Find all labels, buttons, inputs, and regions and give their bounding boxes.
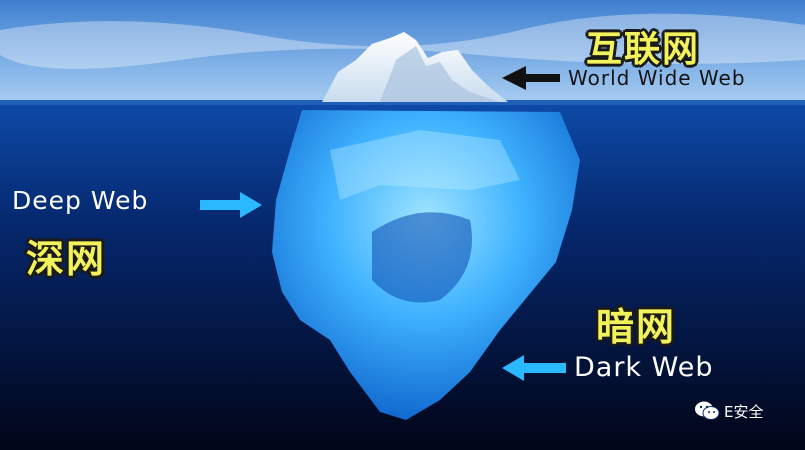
label-dark-web: Dark Web bbox=[574, 352, 714, 383]
iceberg-cave bbox=[372, 212, 472, 303]
arrow-www bbox=[502, 66, 560, 90]
wechat-icon bbox=[695, 401, 720, 420]
label-dark-web-cn: 暗网 bbox=[596, 305, 677, 349]
iceberg-highlight bbox=[330, 130, 520, 200]
arrow-deep bbox=[200, 192, 262, 218]
clouds bbox=[0, 13, 805, 69]
label-world-wide-web: World Wide Web bbox=[568, 66, 746, 90]
waterline bbox=[0, 100, 805, 105]
label-internet-cn: 互联网 bbox=[586, 29, 701, 70]
arrow-dark bbox=[502, 355, 566, 381]
iceberg-tip-shadow bbox=[380, 46, 500, 102]
watermark: E安全 bbox=[694, 400, 763, 422]
watermark-text: E安全 bbox=[724, 402, 764, 421]
label-deep-web-cn: 深网 bbox=[26, 237, 107, 281]
label-deep-web: Deep Web bbox=[12, 186, 149, 215]
